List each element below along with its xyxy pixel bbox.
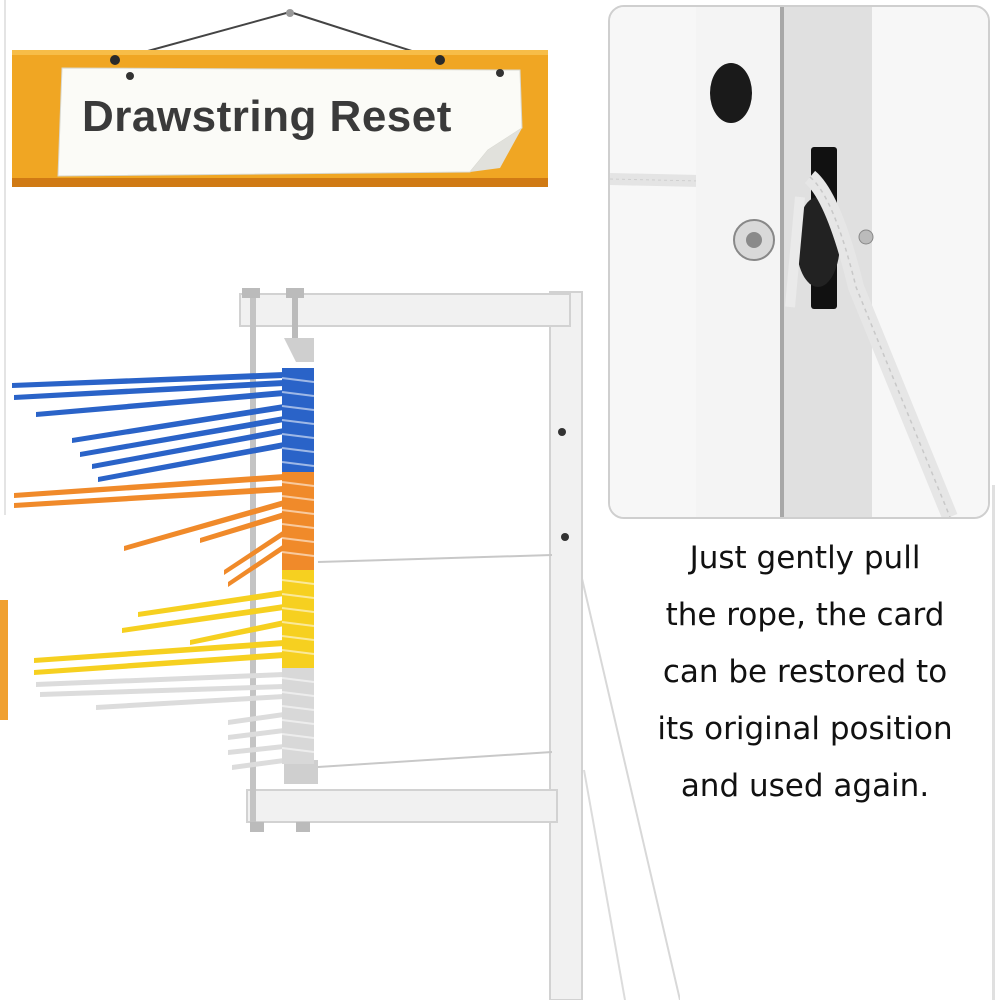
coil-orange <box>282 472 314 572</box>
blue-flags <box>12 372 284 482</box>
orange-flags <box>14 474 284 587</box>
hanging-sign <box>0 0 560 200</box>
sign-title: Drawstring Reset <box>82 92 452 141</box>
caption-line: and used again. <box>680 768 930 804</box>
sign-graphic <box>12 9 548 187</box>
left-edge-orange-mark <box>0 600 8 720</box>
flag-rack-illustration <box>0 280 681 1001</box>
caption-line: Just gently pull <box>689 540 921 576</box>
frame-hole <box>710 63 752 123</box>
caption-line: can be restored to <box>662 654 948 690</box>
caption: Just gently pull the rope, the card can … <box>630 530 980 815</box>
caption-line: the rope, the card <box>665 597 945 633</box>
coil-yellow <box>282 570 314 670</box>
caption-line: its original position <box>657 711 953 747</box>
hook-icon <box>286 9 294 17</box>
left-edge-line <box>4 0 6 515</box>
rack-graphic <box>12 288 681 1001</box>
pulley-closeup <box>610 7 988 517</box>
right-edge-line <box>992 485 995 1000</box>
nail-icon <box>110 55 120 65</box>
white-flags <box>36 672 284 770</box>
detail-photo-panel <box>608 5 990 519</box>
yellow-flags <box>34 590 284 675</box>
